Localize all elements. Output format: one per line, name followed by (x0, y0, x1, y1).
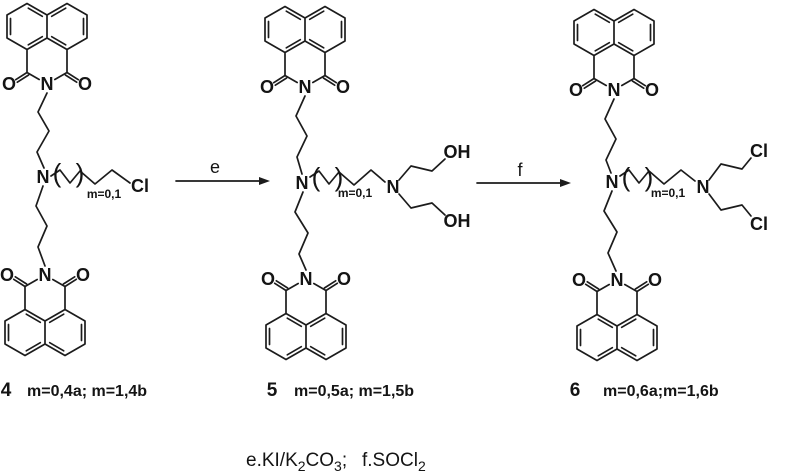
structure-number: 5 (267, 380, 278, 401)
carbonyl-oxygen-right-label: O (337, 269, 351, 289)
hydroxyl-top-label: OH (444, 142, 471, 162)
subscript: 3 (334, 458, 342, 473)
bracket-open: ( (312, 162, 321, 192)
conditions-e-text: e.KI/K (246, 450, 298, 471)
naphthalimide-top (573, 8, 655, 90)
carbonyl-oxygen-left-label: O (569, 80, 583, 100)
imide-nitrogen-label: N (611, 270, 624, 290)
central-amine-nitrogen-label: N (37, 167, 50, 187)
structure-variants: m=0,6a;m=1,6b (603, 383, 719, 400)
naphthalimide-top (264, 5, 346, 87)
bracket-open: ( (53, 158, 62, 188)
structure-6: N O O N ( ) m=0,1 N Cl Cl N O O 6 m=0,6a… (569, 8, 768, 401)
carbonyl-oxygen-right-label: O (336, 77, 350, 97)
naphthalimide-top (6, 2, 88, 84)
conditions-f-text: f.SOCl (362, 450, 418, 471)
chlorine-bottom-label: Cl (750, 214, 768, 234)
subscript: 2 (298, 458, 306, 473)
arrow-head (560, 179, 571, 187)
bracket-close: ) (335, 162, 344, 192)
carbonyl-oxygen-right-label: O (648, 270, 662, 290)
aminopropyl-side-chain (619, 169, 696, 185)
reaction-arrow-e: e (175, 157, 270, 185)
bracket-close: ) (645, 162, 654, 192)
repeat-subscript: m=0,1 (338, 186, 373, 200)
propyl-linker-top (604, 98, 617, 174)
carbonyl-oxygen-left-label: O (2, 74, 16, 94)
structure-4: N O O N ( ) m=0,1 Cl N O O 4 m=0,4a; m=1… (0, 2, 149, 401)
structure-variants: m=0,5a; m=1,5b (294, 383, 414, 400)
carbonyl-oxygen-right-label: O (78, 74, 92, 94)
imide-nitrogen-label: N (300, 269, 313, 289)
naphthalimide-bottom (576, 280, 658, 362)
carbonyl-oxygen-left-label: O (261, 269, 275, 289)
arrow-label: e (210, 157, 220, 177)
structure-number: 4 (1, 380, 12, 401)
imide-nitrogen-label: N (608, 80, 621, 100)
hydroxyethyl-arm-top (398, 158, 446, 181)
tertiary-amine-nitrogen-label: N (387, 177, 400, 197)
carbonyl-oxygen-right-label: O (76, 265, 90, 285)
chloroethyl-arm-top (708, 157, 752, 181)
structure-variants: m=0,4a; m=1,4b (27, 383, 147, 400)
naphthalimide-bottom (4, 275, 86, 357)
propyl-linker-top (295, 95, 308, 175)
chloroethyl-arm-bottom (708, 193, 752, 217)
reagent-conditions: e.KI/K2CO3;f.SOCl2 (246, 450, 426, 473)
aminopropyl-side-chain (309, 169, 386, 186)
bracket-open: ( (622, 162, 631, 192)
chloropropyl-side-chain (50, 169, 131, 185)
tertiary-amine-nitrogen-label: N (697, 177, 710, 197)
repeat-subscript: m=0,1 (651, 186, 686, 200)
structure-5: N O O N ( ) m=0,1 N OH OH N O O 5 m=0,5a… (260, 5, 471, 401)
propyl-linker-top (36, 92, 50, 169)
conditions-separator: ; (342, 450, 347, 471)
imide-nitrogen-label: N (39, 265, 52, 285)
propyl-linker-bottom (35, 185, 48, 267)
chlorine-top-label: Cl (750, 141, 768, 161)
imide-nitrogen-label: N (41, 74, 54, 94)
carbonyl-oxygen-left-label: O (572, 270, 586, 290)
bracket-close: ) (76, 158, 85, 188)
arrow-label: f (517, 160, 523, 180)
subscript: 2 (418, 458, 426, 473)
structure-number: 6 (570, 380, 581, 401)
repeat-subscript: m=0,1 (87, 187, 122, 201)
naphthalimide-bottom (265, 279, 347, 361)
central-amine-nitrogen-label: N (606, 172, 619, 192)
carbonyl-oxygen-left-label: O (0, 265, 14, 285)
propyl-linker-bottom (294, 191, 309, 271)
carbonyl-oxygen-left-label: O (260, 77, 274, 97)
hydroxyethyl-arm-bottom (398, 193, 446, 216)
reaction-arrow-f: f (476, 160, 571, 187)
arrow-head (259, 177, 270, 185)
conditions-e-text: CO (306, 450, 335, 471)
imide-nitrogen-label: N (299, 77, 312, 97)
central-amine-nitrogen-label: N (296, 173, 309, 193)
chlorine-terminal-label: Cl (131, 176, 149, 196)
hydroxyl-bottom-label: OH (444, 211, 471, 231)
propyl-linker-bottom (603, 190, 618, 272)
carbonyl-oxygen-right-label: O (645, 80, 659, 100)
